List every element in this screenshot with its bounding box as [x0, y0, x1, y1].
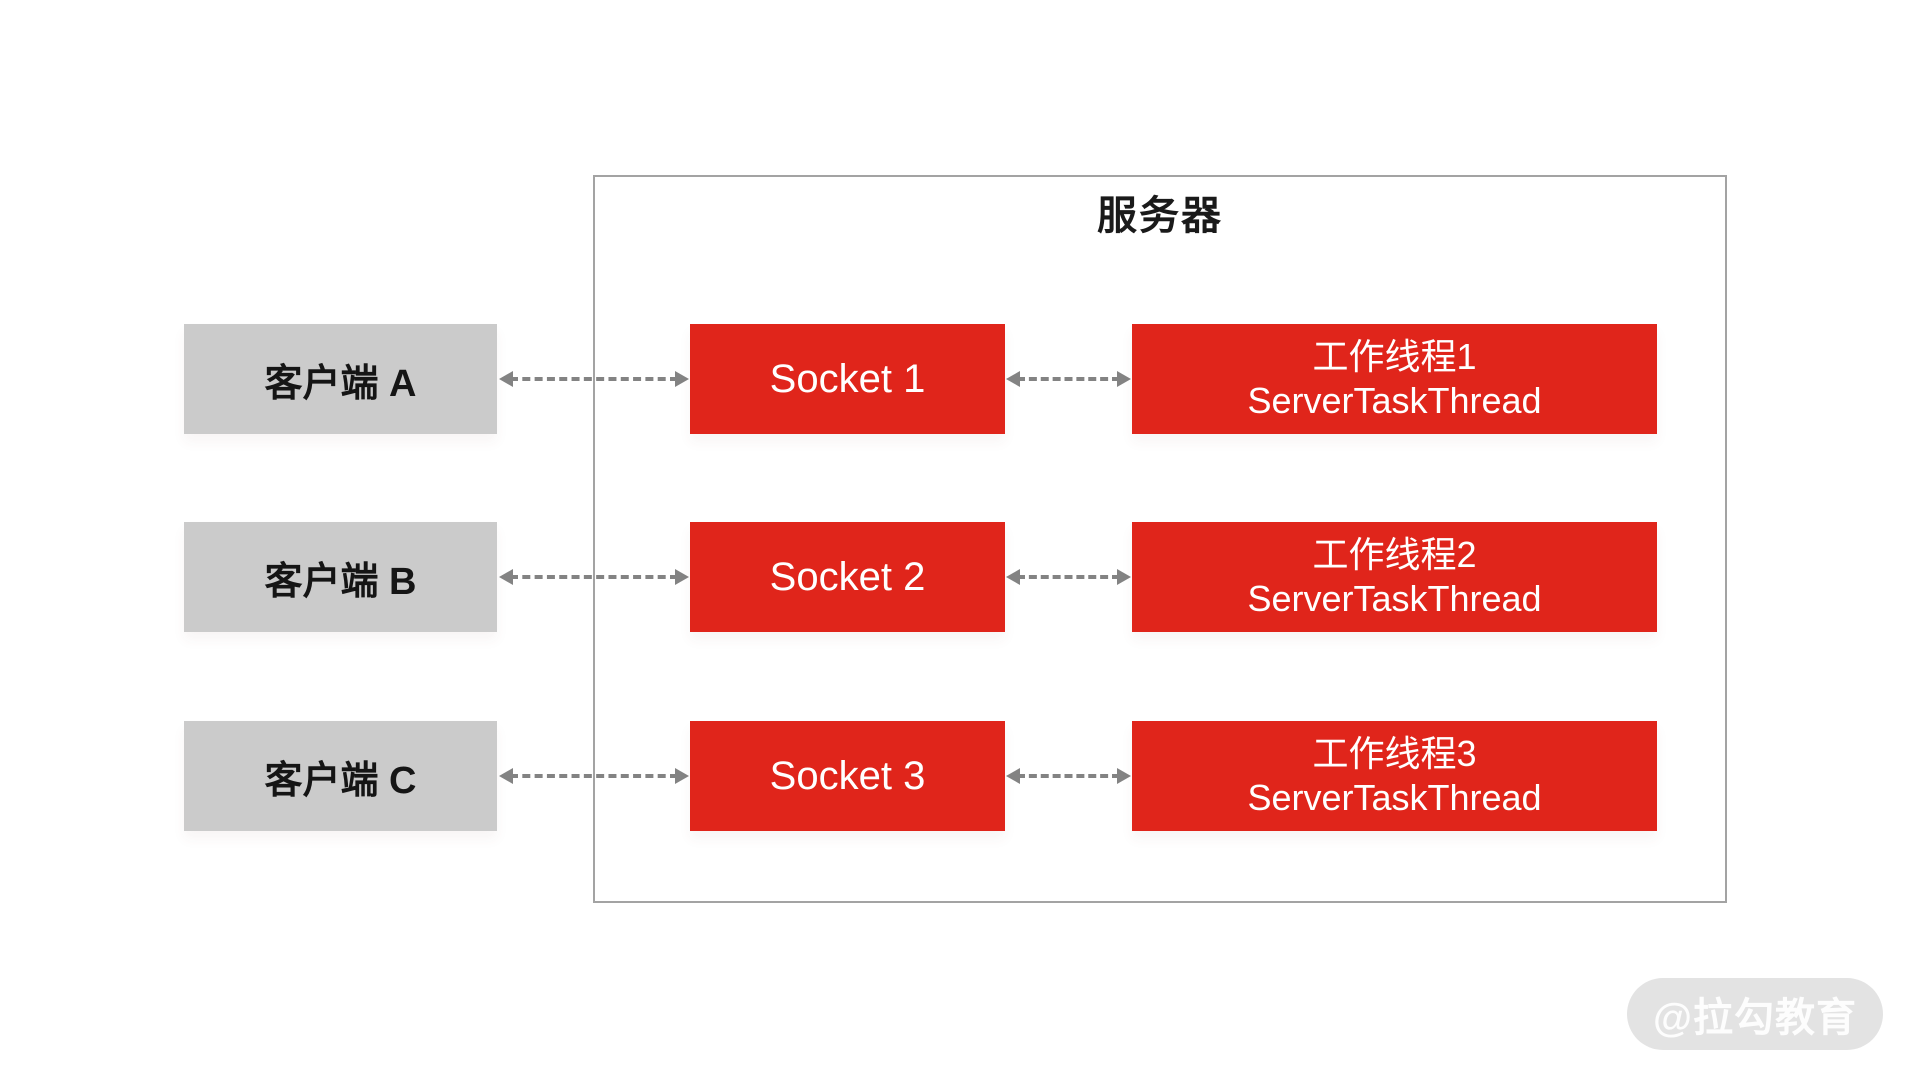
arrow-socket-3-worker-3: [1006, 768, 1131, 784]
client-box-b: 客户端 B: [184, 522, 497, 632]
dashed-line: [1017, 774, 1120, 778]
client-c-label: 客户端 C: [264, 759, 417, 802]
socket-box-2: Socket 2: [690, 522, 1005, 632]
arrow-client-c-socket-3: [499, 768, 689, 784]
dashed-line: [510, 774, 678, 778]
worker-thread-box-1: 工作线程1 ServerTaskThread: [1132, 324, 1657, 434]
worker-2-class-name: ServerTaskThread: [1247, 578, 1542, 619]
socket-box-3: Socket 3: [690, 721, 1005, 831]
worker-thread-box-3: 工作线程3 ServerTaskThread: [1132, 721, 1657, 831]
worker-1-title: 工作线程1: [1312, 336, 1477, 378]
worker-3-class-name: ServerTaskThread: [1247, 777, 1542, 818]
socket-box-1: Socket 1: [690, 324, 1005, 434]
arrow-client-a-socket-1: [499, 371, 689, 387]
dashed-line: [510, 377, 678, 381]
server-title: 服务器: [1097, 194, 1223, 238]
client-box-c: 客户端 C: [184, 721, 497, 831]
arrow-client-b-socket-2: [499, 569, 689, 585]
dashed-line: [1017, 377, 1120, 381]
dashed-line: [1017, 575, 1120, 579]
worker-2-title: 工作线程2: [1312, 534, 1477, 576]
client-b-label: 客户端 B: [264, 560, 417, 603]
worker-3-title: 工作线程3: [1312, 733, 1477, 775]
worker-1-class-name: ServerTaskThread: [1247, 380, 1542, 421]
arrow-socket-2-worker-2: [1006, 569, 1131, 585]
worker-thread-box-2: 工作线程2 ServerTaskThread: [1132, 522, 1657, 632]
socket-3-label: Socket 3: [769, 753, 926, 798]
socket-1-label: Socket 1: [769, 356, 926, 401]
arrow-socket-1-worker-1: [1006, 371, 1131, 387]
socket-2-label: Socket 2: [769, 554, 926, 599]
client-a-label: 客户端 A: [264, 362, 417, 405]
dashed-line: [510, 575, 678, 579]
watermark-badge: @拉勾教育: [1627, 978, 1883, 1050]
client-box-a: 客户端 A: [184, 324, 497, 434]
